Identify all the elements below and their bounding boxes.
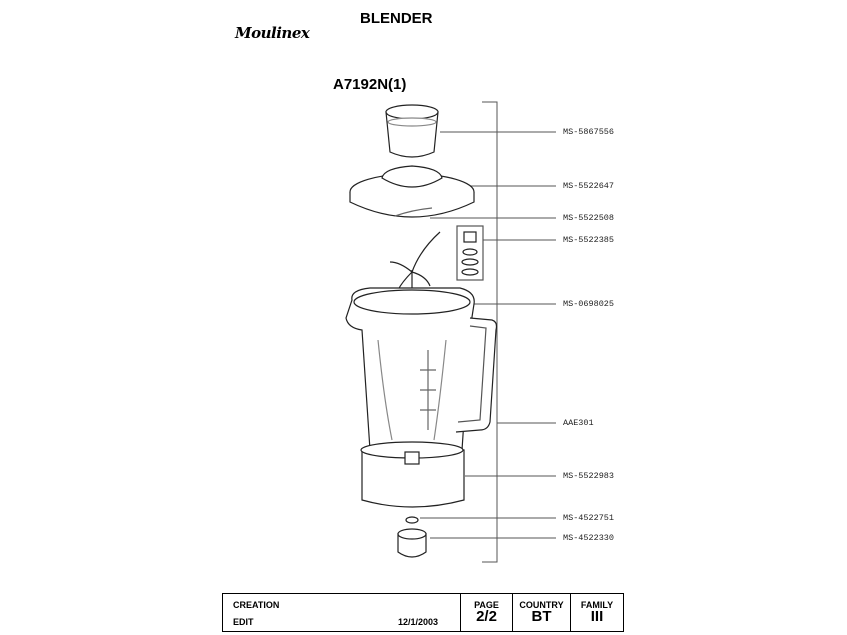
model-number: A7192N(1)	[333, 76, 407, 93]
family-cell: FAMILY III	[570, 593, 624, 632]
family-value: III	[590, 608, 604, 625]
bracket	[482, 101, 498, 563]
country-cell: COUNTRY BT	[512, 593, 571, 632]
page-cell: PAGE 2/2	[460, 593, 513, 632]
part-ref: AAE301	[563, 418, 594, 428]
country-value: BT	[531, 608, 552, 625]
part-ref: MS-4522751	[563, 513, 615, 523]
document-title: BLENDER	[360, 10, 433, 27]
part-ref: MS-5522385	[563, 235, 615, 245]
part-ref: MS-5522647	[563, 181, 615, 191]
page-label: PAGE	[474, 600, 499, 610]
part-ref: MS-4522330	[563, 533, 615, 543]
part-ref: MS-5867556	[563, 127, 615, 137]
jug	[345, 287, 475, 451]
brand-logo: Moulinex	[235, 24, 310, 42]
creation-cell: CREATION EDIT 12/1/2003	[222, 593, 461, 632]
part-ref: MS-5522508	[563, 213, 615, 223]
creation-label: CREATION	[233, 600, 280, 610]
coupler	[397, 533, 427, 558]
edit-label: EDIT	[233, 617, 254, 627]
edit-date: 12/1/2003	[398, 617, 439, 627]
exploded-parts-diagram	[345, 101, 556, 563]
family-label: FAMILY	[580, 600, 614, 610]
title-block: CREATION EDIT 12/1/2003 PAGE 2/2 COUNTRY…	[222, 593, 624, 632]
page-value: 2/2	[476, 608, 497, 625]
country-label: COUNTRY	[519, 600, 564, 610]
part-ref: MS-0698025	[563, 299, 615, 309]
part-ref: MS-5522983	[563, 471, 615, 481]
jug-base	[361, 449, 465, 508]
ring	[405, 516, 419, 524]
